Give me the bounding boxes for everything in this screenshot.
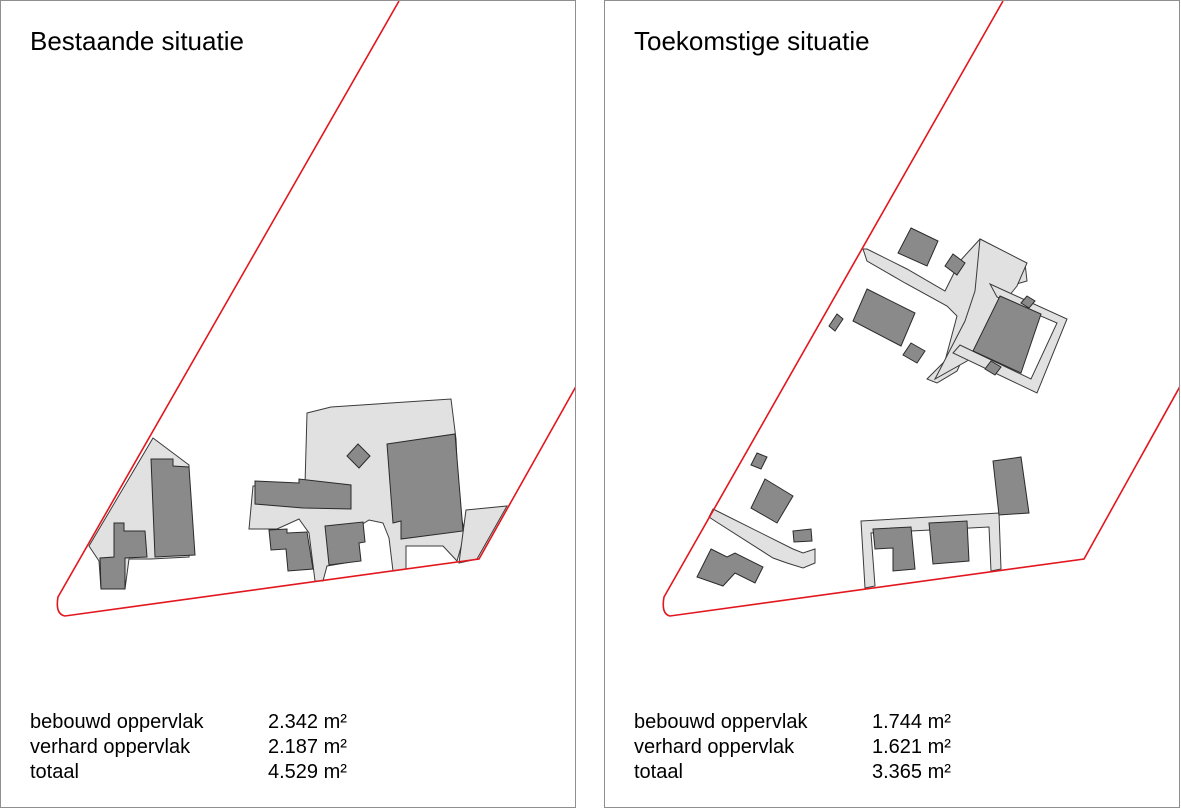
stat-label: totaal xyxy=(634,761,683,783)
stat-value: 4.529 m² xyxy=(268,761,347,783)
building-square-south xyxy=(750,478,794,524)
stat-label: bebouwd oppervlak xyxy=(30,711,204,733)
building-west-block xyxy=(852,288,916,347)
building-tall-east xyxy=(992,456,1030,516)
building-tiny-east xyxy=(792,528,813,543)
area-statistics-table: bebouwd oppervlak 1.744 m² verhard opper… xyxy=(634,710,951,785)
building-small-diamond xyxy=(750,452,768,470)
stat-value: 1.621 m² xyxy=(872,736,951,758)
stat-value: 2.187 m² xyxy=(268,736,347,758)
building-annex-north xyxy=(1020,295,1036,309)
stat-label: verhard oppervlak xyxy=(30,736,191,758)
stat-label: verhard oppervlak xyxy=(634,736,795,758)
panel-existing-situation: Bestaande situatie bebouwd oppervlak 2.3… xyxy=(0,0,576,808)
stat-value: 1.744 m² xyxy=(872,711,951,733)
building-small-north xyxy=(944,253,966,276)
building-west-main xyxy=(150,458,196,558)
stat-row-total: totaal 3.365 m² xyxy=(634,760,951,785)
building-large-east xyxy=(386,433,464,540)
building-main-east xyxy=(972,295,1042,374)
building-l-shape-sw xyxy=(696,548,764,587)
stat-label: bebouwd oppervlak xyxy=(634,711,808,733)
paved-courtyard-north xyxy=(933,238,1028,381)
plot-boundary-line xyxy=(56,1,575,617)
stat-label: totaal xyxy=(30,761,79,783)
paved-path-west xyxy=(708,508,816,569)
building-nw-square xyxy=(897,227,939,267)
panel-title: Toekomstige situatie xyxy=(634,26,870,56)
stat-row-total: totaal 4.529 m² xyxy=(30,760,347,785)
panel-title: Bestaande situatie xyxy=(30,26,244,56)
building-row-b xyxy=(928,520,970,565)
area-statistics-table: bebouwd oppervlak 2.342 m² verhard opper… xyxy=(30,710,347,785)
site-map-existing xyxy=(56,1,575,617)
stat-value: 2.342 m² xyxy=(268,711,347,733)
stat-row-built-area: bebouwd oppervlak 2.342 m² xyxy=(30,710,347,735)
stat-row-paved-area: verhard oppervlak 1.621 m² xyxy=(634,735,951,760)
plot-boundary-line xyxy=(662,1,1179,617)
stat-value: 3.365 m² xyxy=(872,761,951,783)
building-tiny-south xyxy=(902,342,926,364)
panel-future-situation: Toekomstige situatie bebouwd oppervlak 1… xyxy=(604,0,1180,808)
building-row-a xyxy=(872,526,916,572)
building-south-b xyxy=(324,521,366,566)
building-long-row xyxy=(254,478,352,510)
buildings xyxy=(696,227,1042,587)
buildings xyxy=(99,433,464,590)
paved-area-east-strip xyxy=(458,505,508,564)
stat-row-paved-area: verhard oppervlak 2.187 m² xyxy=(30,735,347,760)
site-map-future xyxy=(662,1,1179,617)
building-small-square xyxy=(346,443,371,469)
building-annex-south xyxy=(984,360,1002,376)
stat-row-built-area: bebouwd oppervlak 1.744 m² xyxy=(634,710,951,735)
building-west-small xyxy=(99,522,148,590)
building-tiny-west xyxy=(828,313,844,332)
building-south-a xyxy=(268,528,314,572)
